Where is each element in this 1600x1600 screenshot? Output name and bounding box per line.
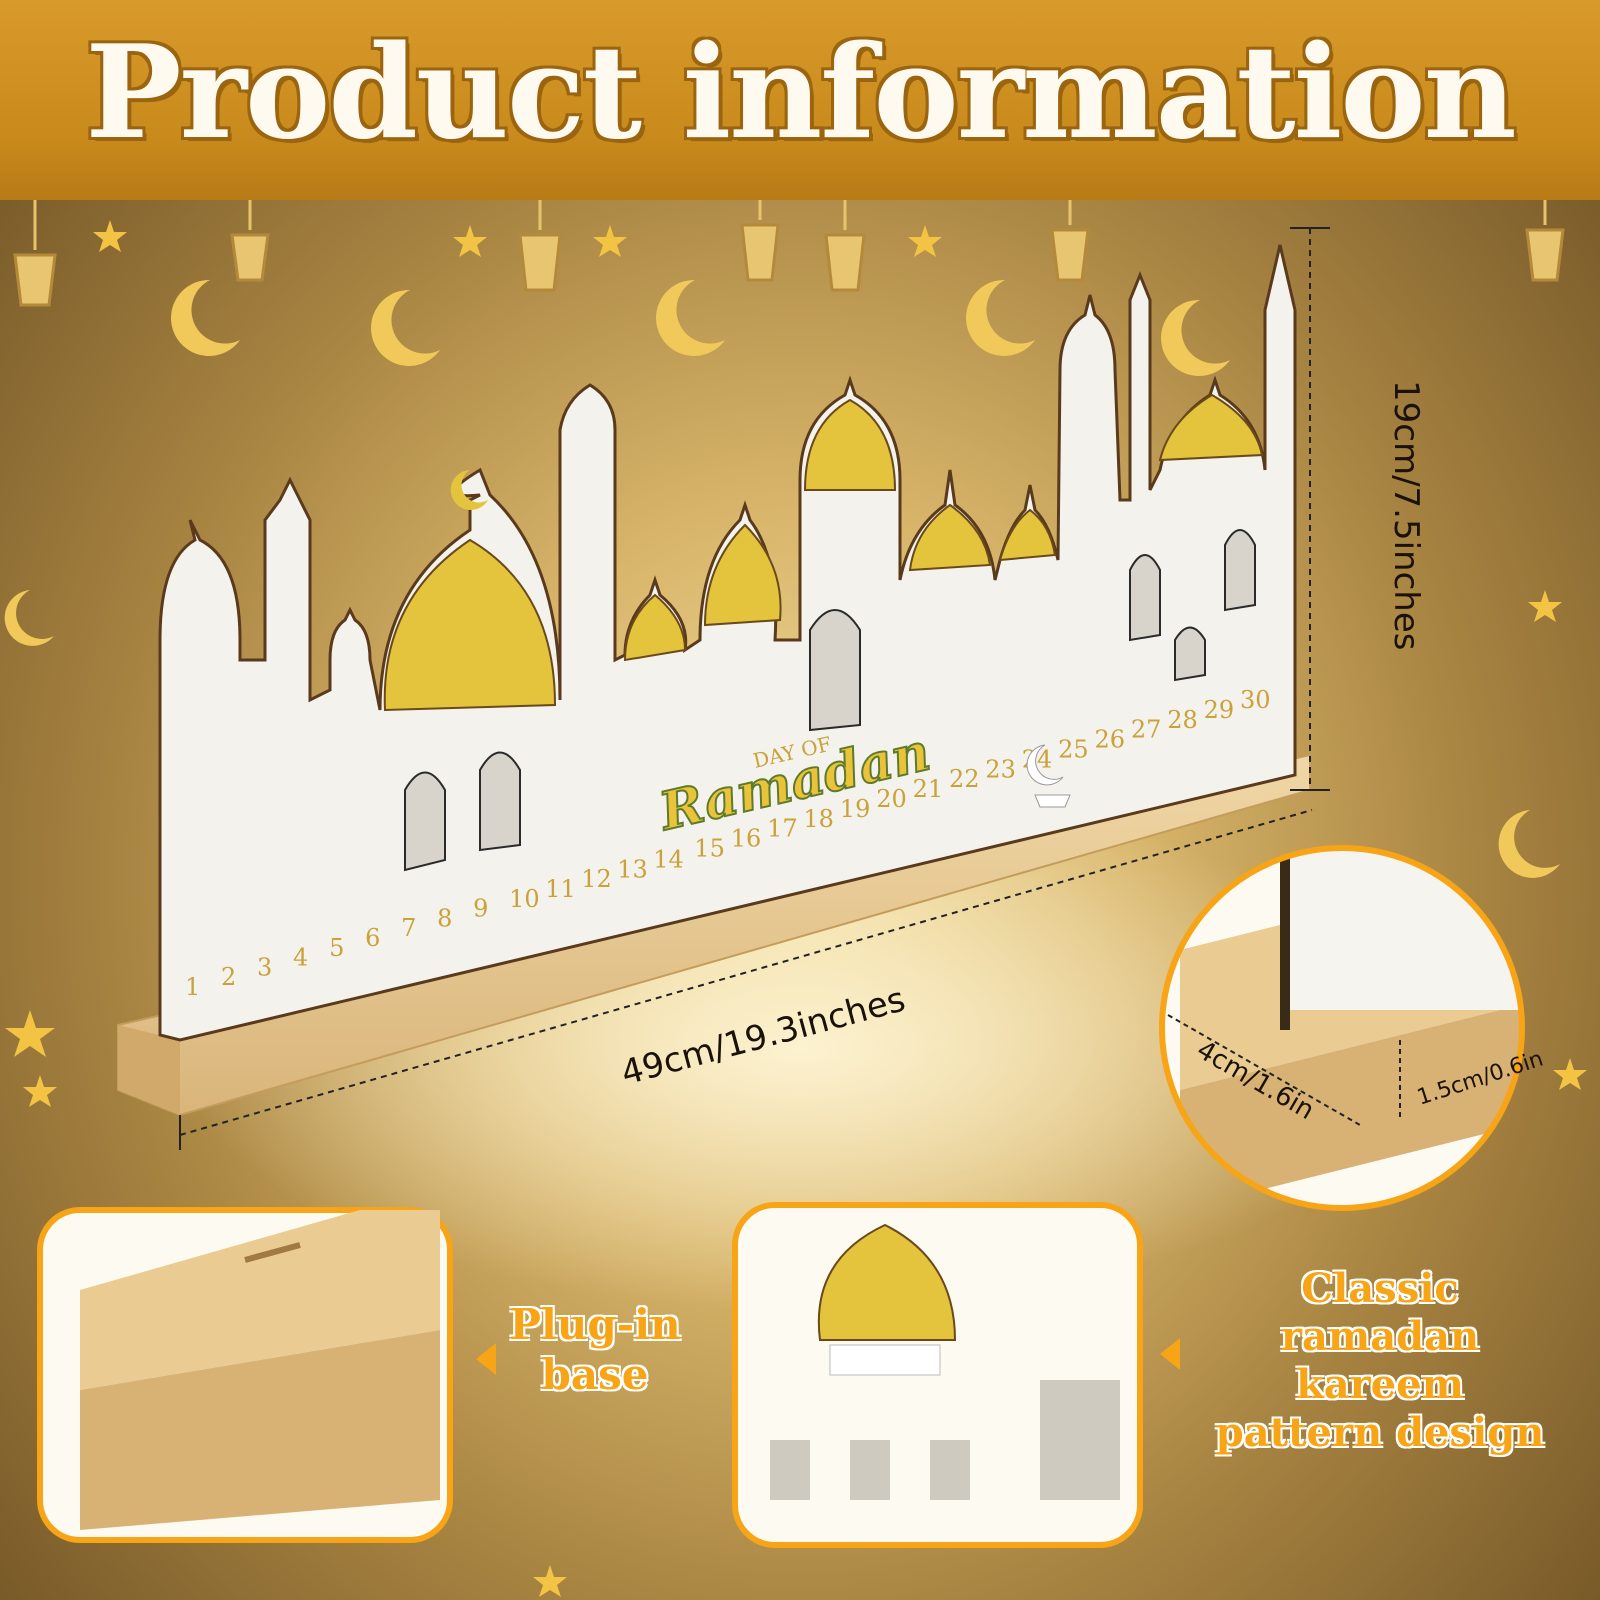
gold-dome (908, 503, 992, 572)
star-icon (23, 1075, 57, 1107)
height-dimension: 19cm/7.5inches (1386, 380, 1426, 650)
day-number: 26 (1095, 726, 1126, 754)
day-number: 16 (731, 825, 762, 853)
star-icon (93, 220, 127, 252)
day-number: 13 (617, 855, 648, 883)
day-number: 20 (876, 785, 907, 813)
day-number: 29 (1204, 696, 1235, 724)
lantern-icon (518, 200, 562, 292)
day-number: 21 (913, 775, 944, 803)
crescent-moon-icon (1161, 299, 1230, 376)
day-number: 5 (329, 934, 344, 962)
star-icon (5, 1010, 55, 1057)
day-number: 1 (185, 973, 200, 1001)
lantern-icon (230, 200, 270, 282)
day-number: 11 (545, 875, 576, 903)
gold-dome (383, 538, 557, 712)
star-icon (1528, 590, 1562, 622)
crescent-moon-icon (966, 279, 1035, 356)
design-arrow-icon (1160, 1338, 1180, 1370)
lantern-icon (1050, 200, 1090, 282)
caption-line: Plug-in (509, 1300, 681, 1349)
gold-dome (703, 523, 782, 627)
day-number: 22 (949, 765, 980, 793)
base-detail-circle (1159, 845, 1525, 1211)
lantern-icon (740, 200, 780, 282)
crescent-moon-icon (171, 279, 240, 356)
day-number: 9 (473, 895, 488, 923)
lantern-icon (824, 200, 866, 292)
day-number: 12 (581, 865, 612, 893)
caption-line: ramadan kareem (1280, 1313, 1480, 1408)
crescent-moon-icon (1498, 810, 1560, 878)
day-number: 4 (293, 944, 308, 972)
star-icon (533, 1565, 567, 1597)
hanging-lanterns (13, 200, 1565, 307)
crescent-moon-icon (450, 470, 488, 510)
design-inset (732, 1202, 1143, 1548)
day-number: 7 (401, 914, 416, 942)
day-number: 10 (509, 885, 540, 913)
day-number: 17 (767, 815, 798, 843)
caption-line: pattern design (1215, 1409, 1545, 1456)
plug-in-arrow-icon (476, 1343, 496, 1375)
crescent-moons (4, 279, 1560, 878)
lattice-windows (404, 529, 1256, 872)
dimension-lines (179, 227, 1330, 1150)
day-number: 30 (1240, 686, 1271, 714)
day-number: 3 (257, 953, 272, 981)
day-number: 2 (221, 963, 236, 991)
star-icon (593, 225, 627, 257)
base-inset (37, 1207, 453, 1543)
day-number: 8 (437, 904, 452, 932)
day-number: 28 (1167, 706, 1198, 734)
day-number: 6 (365, 924, 380, 952)
page-title: Product information (85, 18, 1516, 168)
lantern-icon (1525, 200, 1565, 282)
gold-dome (623, 593, 687, 662)
caption-line: base (541, 1350, 649, 1400)
day-number: 25 (1058, 736, 1089, 764)
crescent-marker-icon (1026, 744, 1071, 808)
crescent-moon-icon (4, 590, 55, 646)
plug-in-base-caption: Plug-in base (500, 1300, 690, 1401)
star-icon (453, 225, 487, 257)
lantern-icon (13, 200, 57, 307)
day-number: 27 (1131, 716, 1162, 744)
gold-dome (1158, 393, 1264, 462)
title-banner (0, 0, 1600, 200)
crescent-moon-icon (656, 279, 725, 356)
stars (5, 220, 1587, 1597)
gold-dome (803, 398, 897, 491)
day-number: 14 (653, 846, 684, 874)
caption-line: Classic (1301, 1265, 1459, 1312)
day-number: 19 (840, 795, 871, 823)
day-number: 23 (985, 755, 1016, 783)
gold-dome (998, 508, 1057, 562)
star-icon (1553, 1058, 1587, 1090)
mosque-calendar-panel (158, 244, 1297, 1042)
day-number: 15 (694, 834, 725, 862)
star-icon (908, 225, 942, 257)
day-number: 18 (803, 805, 834, 833)
crescent-moon-icon (371, 289, 440, 366)
pattern-design-caption: Classic ramadan kareem pattern design (1190, 1265, 1570, 1457)
